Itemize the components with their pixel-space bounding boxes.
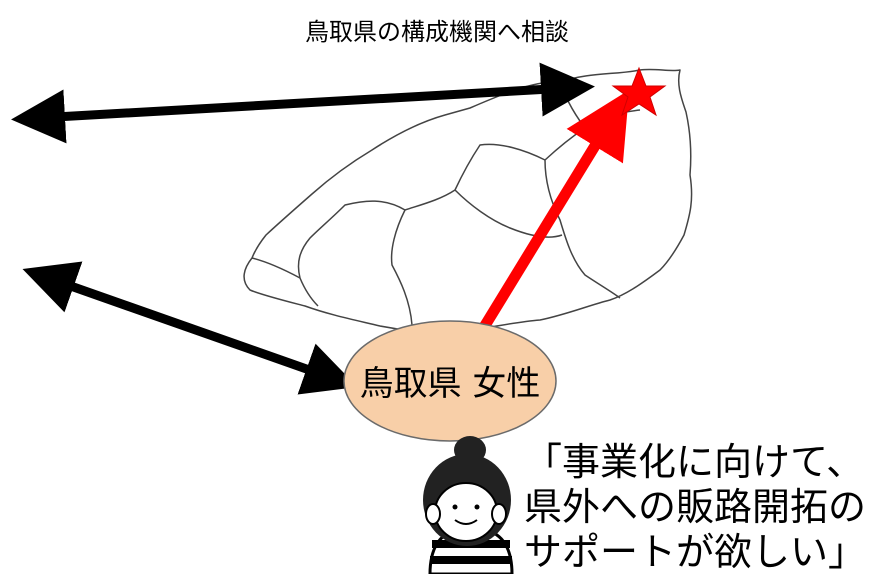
- woman-face: [434, 482, 498, 542]
- person-label: 鳥取県 女性: [359, 363, 541, 404]
- arrow-top-left: [11, 62, 595, 144]
- arrow-bottom-left: [22, 261, 358, 395]
- quote-line-3: サポートが欲しい」: [524, 530, 867, 574]
- woman-illustration: [423, 436, 514, 574]
- speech-quote: 「事業化に向けて、 県外への販路開拓の サポートが欲しい」: [524, 440, 869, 575]
- diagram-heading: 鳥取県の構成機関へ相談: [305, 18, 569, 46]
- map-border-4: [454, 189, 563, 238]
- red-arrow: [465, 89, 630, 353]
- quote-line-2: 県外への販路開拓の: [524, 485, 867, 529]
- person-oval: [343, 320, 557, 442]
- map-border-2: [390, 143, 546, 326]
- quote-line-1: 「事業化に向けて、: [524, 440, 865, 484]
- star-icon: [611, 66, 667, 117]
